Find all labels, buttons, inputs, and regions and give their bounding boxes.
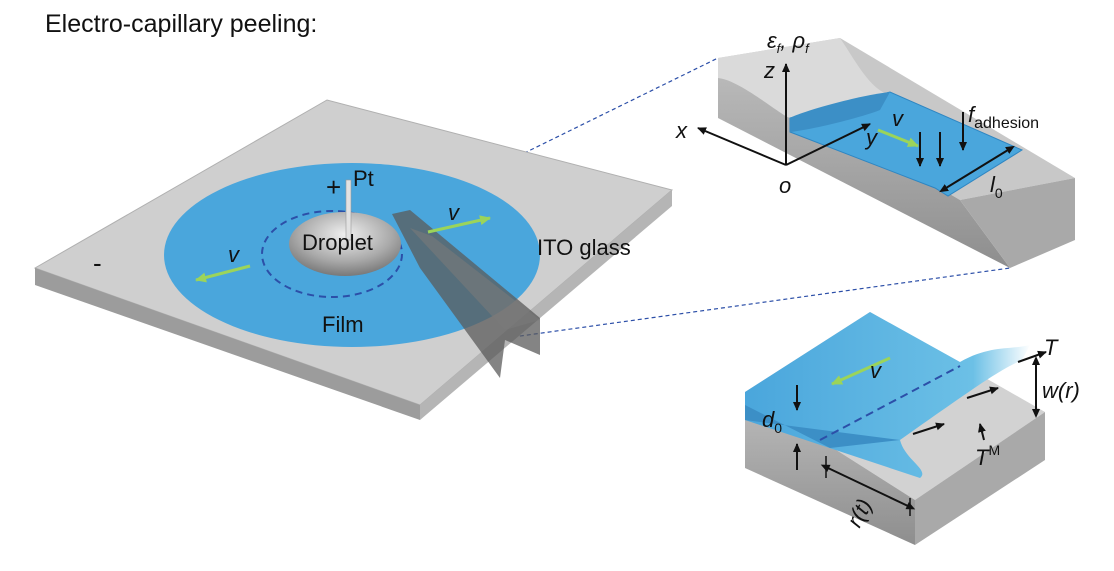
figure-title: Electro-capillary peeling: (45, 10, 318, 38)
substrate-label: ITO glass (537, 235, 631, 260)
x-axis (697, 127, 787, 166)
velocity-arrow-right (427, 215, 491, 234)
thickness-label: d0 (762, 407, 782, 436)
z-axis-label: z (763, 58, 775, 83)
minus-sign: - (93, 248, 102, 278)
length-label: l0 (990, 172, 1003, 201)
height-label: w(r) (1042, 378, 1080, 403)
peeling-front-dashed (261, 210, 403, 298)
tm-arrow-3 (978, 423, 986, 441)
droplet-label: Droplet (302, 230, 373, 255)
tension-label: T (1044, 335, 1059, 360)
film-front-edge (745, 405, 900, 448)
velocity-arrow-left (195, 264, 251, 283)
velocity-arrow-top (877, 128, 919, 148)
origin-label: o (779, 173, 791, 198)
radius-dimension (820, 464, 916, 510)
y-axis-label: y (864, 125, 879, 150)
main-device-view: + Pt - Droplet ITO glass Film v v (33, 99, 674, 420)
velocity-label-bottom: v (870, 358, 883, 383)
zoom-top-view: εf, ρf z x y o v fadhesion l0 (675, 28, 1075, 268)
epsilon-label: εf, ρf (767, 28, 810, 56)
velocity-arrow-bottom (831, 356, 891, 386)
tm-arrow-1 (966, 386, 999, 399)
x-axis-label: x (675, 118, 688, 143)
zoom-guide-lines (391, 57, 1011, 339)
peeled-film-highlight (410, 228, 540, 330)
substrate-side (915, 412, 1045, 545)
tm-label: TM (975, 442, 1000, 470)
pt-electrode (345, 179, 352, 241)
film-centerline-dashed (819, 365, 961, 441)
adhesion-force-label: fadhesion (968, 102, 1039, 132)
film-lift (790, 92, 890, 132)
film-label: Film (322, 312, 364, 337)
droplet (289, 212, 401, 276)
tm-arrow-2 (912, 422, 945, 435)
ito-glass-front (35, 268, 420, 420)
electrode-label: Pt (353, 166, 374, 191)
peeled-film-strip (392, 210, 540, 378)
width-dimension (939, 145, 1015, 193)
y-axis (785, 123, 871, 166)
block-side (960, 178, 1075, 268)
droplet-mound (718, 38, 890, 118)
ito-glass-side (420, 190, 672, 420)
velocity-label-top: v (892, 106, 905, 131)
velocity-label-right: v (448, 200, 461, 225)
plus-sign: + (326, 172, 341, 202)
velocity-label-left: v (228, 242, 241, 267)
zoom-bottom-view: v T w(r) d0 TM r(t) (745, 312, 1080, 545)
